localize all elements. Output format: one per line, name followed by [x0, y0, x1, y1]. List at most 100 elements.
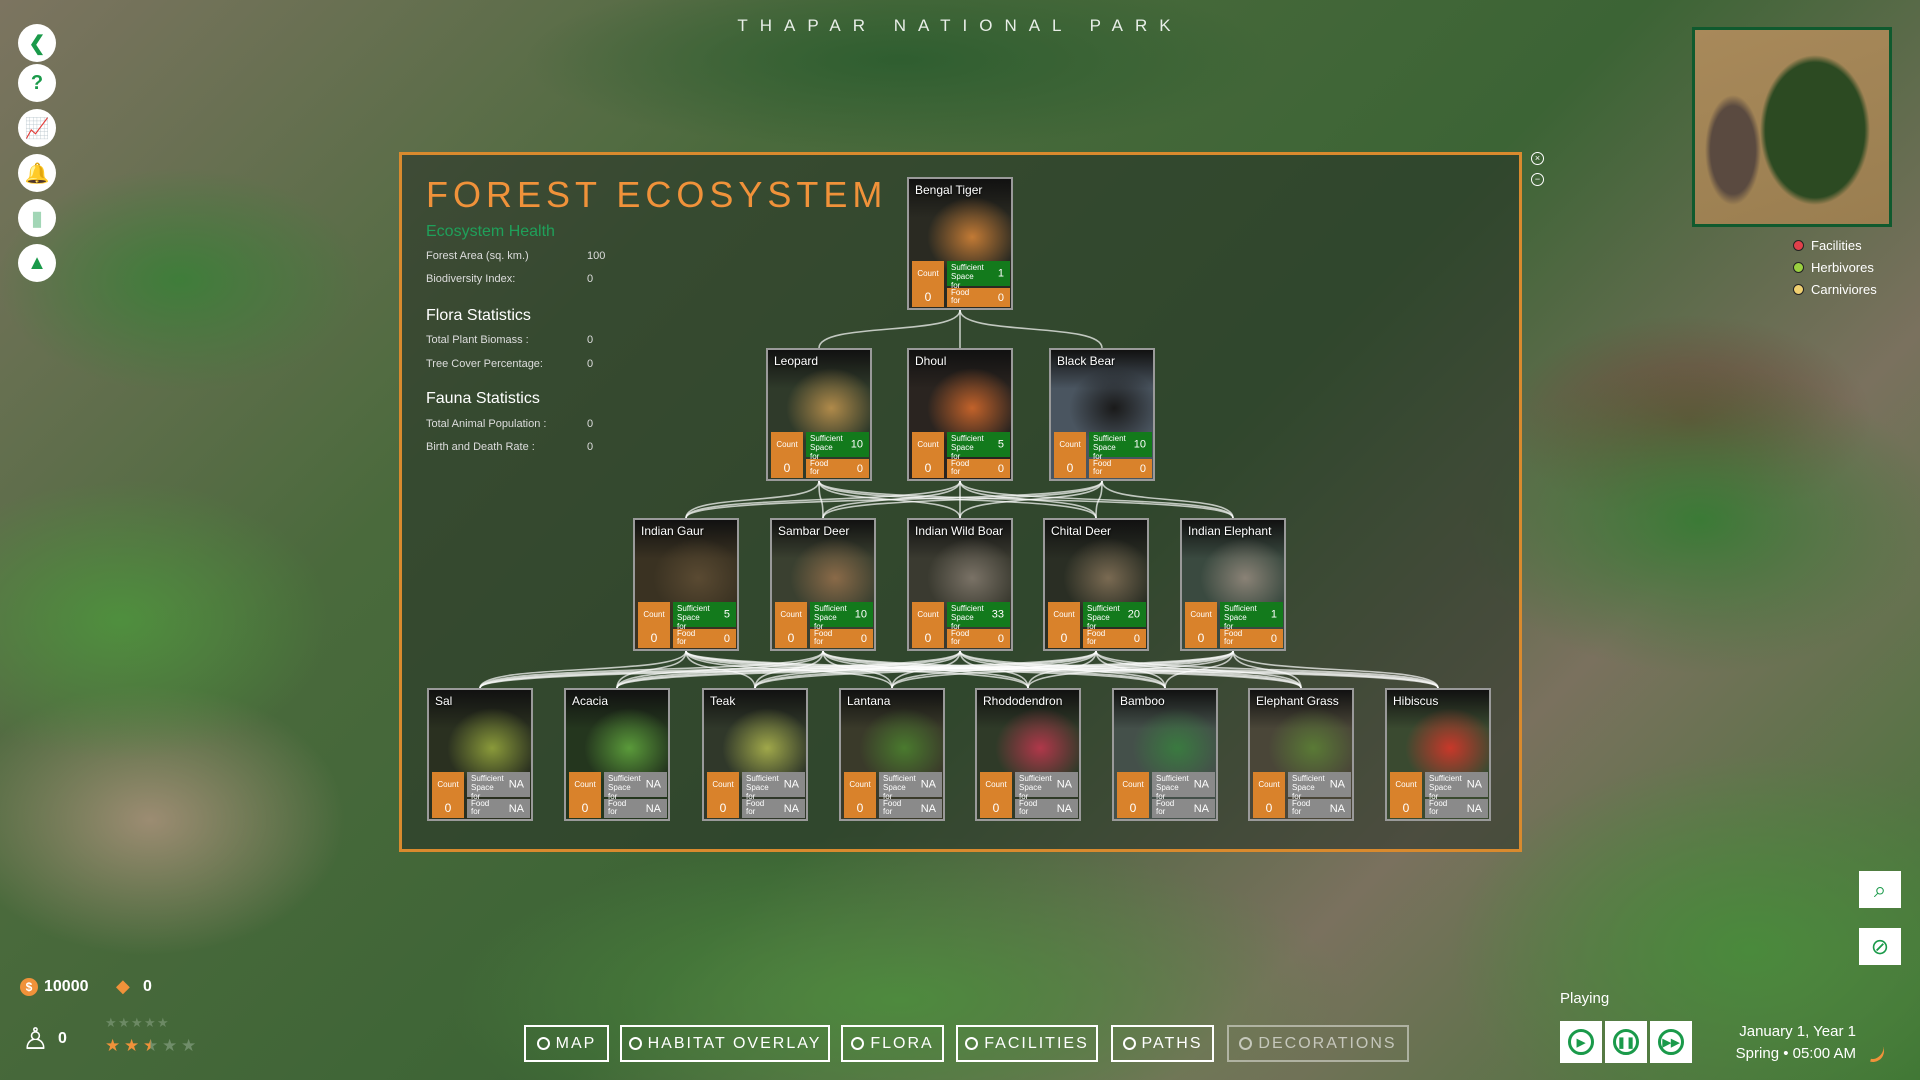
species-name: Acacia — [572, 694, 609, 708]
menu-ring-icon — [628, 1037, 642, 1050]
stats-chart-button[interactable]: 📈 — [18, 109, 56, 147]
food-web-link — [479, 650, 961, 689]
count-value: 0 — [783, 461, 791, 475]
count-value: 0 — [787, 631, 795, 645]
food-box: Food for NA — [1152, 799, 1215, 818]
season-time-text: Spring • 05:00 AM — [1735, 1045, 1856, 1062]
stat-value: 100 — [587, 250, 606, 262]
space-value: 5 — [997, 438, 1004, 450]
food-web-link — [1232, 650, 1302, 689]
help-button[interactable]: ? — [18, 64, 56, 102]
close-panel-icon[interactable]: × — [1531, 152, 1544, 165]
food-value: 0 — [856, 462, 863, 475]
space-label: Sufficient Space for — [951, 434, 984, 461]
menu-facilities-button[interactable]: FACILITIES — [956, 1025, 1098, 1062]
play-button[interactable]: ▶ — [1560, 1021, 1602, 1063]
stat-label: Total Plant Biomass : — [426, 334, 529, 346]
star-outline-icon: ★ — [105, 1015, 117, 1030]
legend-label: Herbivores — [1811, 260, 1874, 275]
legend-label: Carniviores — [1811, 282, 1877, 297]
stat-value: 0 — [587, 358, 594, 370]
menu-ring-icon — [1239, 1037, 1253, 1050]
leaderboard-button[interactable]: ▮ — [18, 199, 56, 237]
count-label: Count — [437, 780, 459, 789]
food-label: Food for — [951, 629, 970, 646]
pause-button[interactable]: ❚❚ — [1605, 1021, 1647, 1063]
species-name: Indian Elephant — [1188, 524, 1272, 538]
menu-paths-button[interactable]: PATHS — [1111, 1025, 1214, 1062]
back-arrow-button[interactable]: ❮ — [18, 24, 56, 62]
food-label: Food for — [1224, 629, 1243, 646]
bell-button[interactable]: 🔔 — [18, 154, 56, 192]
food-label: Food for — [1093, 459, 1112, 476]
space-label: Sufficient Space for — [883, 774, 916, 801]
food-label: Food for — [1156, 799, 1175, 816]
stat-value: 0 — [587, 334, 594, 346]
space-value: 1 — [1270, 608, 1277, 620]
stat-value: 0 — [587, 441, 594, 453]
food-value: NA — [1466, 802, 1482, 815]
legend-dot — [1793, 284, 1804, 295]
food-web-link — [685, 480, 961, 519]
menu-decorations-button[interactable]: DECORATIONS — [1227, 1025, 1409, 1062]
toggle-flora-button[interactable]: ⊘ — [1859, 928, 1901, 965]
minimap[interactable] — [1692, 27, 1892, 227]
count-label: Count — [1190, 610, 1212, 619]
stat-label: Biodiversity Index: — [426, 273, 516, 285]
fast-forward-button[interactable]: ▶▶ — [1650, 1021, 1692, 1063]
menu-map-button[interactable]: MAP — [524, 1025, 609, 1062]
menu-label: DECORATIONS — [1258, 1034, 1397, 1052]
food-web-link — [959, 309, 1103, 349]
menu-habitat-overlay-button[interactable]: HABITAT OVERLAY — [620, 1025, 830, 1062]
food-web-link — [616, 650, 1234, 689]
food-value: 0 — [860, 632, 867, 645]
stats-chart-icon: 📈 — [24, 117, 50, 140]
species-name: Elephant Grass — [1256, 694, 1339, 708]
search-button[interactable]: ⌕ — [1859, 871, 1901, 908]
space-label: Sufficient Space for — [471, 774, 504, 801]
food-web-link — [1027, 650, 1234, 689]
species-name: Sambar Deer — [778, 524, 850, 538]
minimize-panel-icon[interactable]: − — [1531, 173, 1544, 186]
count-value: 0 — [924, 290, 932, 304]
pyramid-button[interactable]: ▲ — [18, 244, 56, 282]
park-title: THAPAR NATIONAL PARK — [737, 16, 1183, 35]
species-name: Hibiscus — [1393, 694, 1439, 708]
count-value: 0 — [1060, 631, 1068, 645]
menu-flora-button[interactable]: FLORA — [841, 1025, 944, 1062]
food-web-link — [479, 650, 687, 689]
space-label: Sufficient Space for — [1156, 774, 1189, 801]
food-value: NA — [1193, 802, 1209, 815]
food-value: 0 — [1133, 632, 1140, 645]
food-label: Food for — [1292, 799, 1311, 816]
pyramid-icon: ▲ — [27, 251, 47, 274]
